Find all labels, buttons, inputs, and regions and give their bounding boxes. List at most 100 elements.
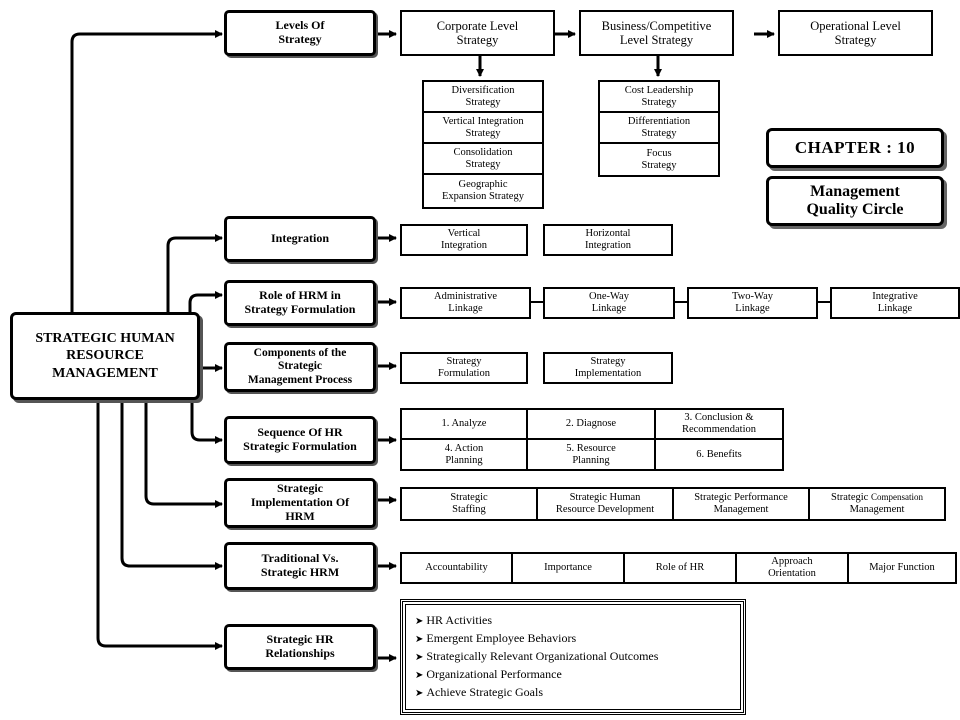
list-item: Achieve Strategic Goals [415,684,731,702]
category-line: Strategic Formulation [243,439,357,453]
box-line: Linkage [591,303,627,314]
box-line: Recommendation [681,424,757,435]
category-line: Relationships [265,646,335,660]
category-line: Implementation Of [250,495,350,510]
strategic-hr-relationships-list: HR Activities Emergent Employee Behavior… [400,599,746,715]
box-line: Level Strategy [619,33,694,47]
box-line: Two-Way [732,291,773,303]
list-item: Emergent Employee Behaviors [415,630,731,648]
main-topic-line: STRATEGIC HUMAN [35,330,175,346]
box-line: Implementation [574,368,642,379]
box-line: Planning [445,454,483,466]
category-integration[interactable]: Integration [224,216,376,262]
box-line: Management [713,504,769,515]
main-topic-box[interactable]: STRATEGIC HUMAN RESOURCE MANAGEMENT [10,312,200,400]
box-line: Vertical Integration [442,115,524,127]
major-function[interactable]: Major Function [847,552,957,584]
box-line: Approach [771,556,813,568]
box-line: Staffing [452,504,486,515]
box-line-part: Compensation [870,492,923,503]
topic-title: Management Quality Circle [766,176,944,226]
topic-line: Management [810,182,900,200]
box-line: Strategic Human [569,492,641,504]
category-traditional-vs-strategic[interactable]: Traditional Vs.Strategic HRM [224,542,376,590]
category-line: Strategic HR [266,632,334,647]
category-line: Integration [271,231,329,246]
main-topic-line: MANAGEMENT [52,365,158,381]
category-line: Strategy Formulation [244,302,356,316]
role-of-hr[interactable]: Role of HR [623,552,737,584]
box-line: Management [849,504,905,515]
sequence-diagnose[interactable]: 2. Diagnose [526,408,656,440]
box-line: Strategy [446,356,482,368]
box-line: 4. Action [444,442,484,454]
box-line: Operational Level [810,18,901,33]
box-line: Expansion Strategy [442,191,524,202]
box-line: Strategy [641,127,677,139]
chapter-text: CHAPTER : 10 [794,138,916,158]
box-line: Administrative [434,291,497,303]
box-line: Differentiation [627,115,691,127]
box-line: Formulation [438,368,490,379]
box-line: Strategy [590,356,626,368]
box-line: Orientation [768,568,816,579]
box-line: Vertical [447,228,481,240]
box-line: Strategy [641,96,677,108]
box-line: Diversification [451,84,515,96]
box-line-part: Strategic [831,492,869,504]
box-line: Linkage [448,303,483,314]
box-line: Consolidation [453,146,513,158]
chapter-label: CHAPTER : 10 [766,128,944,168]
box-line: Strategic [450,492,488,504]
box-line: 6. Benefits [696,448,742,460]
accountability[interactable]: Accountability [400,552,513,584]
box-line: 2. Diagnose [565,418,617,430]
box-line: 5. Resource [566,442,616,454]
importance[interactable]: Importance [511,552,625,584]
box-line: Planning [572,454,610,466]
box-line: One-Way [589,291,629,303]
list-item: HR Activities [415,612,731,630]
box-line: 1. Analyze [441,418,487,430]
box-line: Focus [646,147,672,159]
sequence-analyze[interactable]: 1. Analyze [400,408,528,440]
topic-line: Quality Circle [806,201,904,218]
box-line-wrap: Strategic Compensation [831,492,923,504]
sequence-conclusion[interactable]: 3. Conclusion &Recommendation [654,408,784,440]
sequence-benefits[interactable]: 6. Benefits [654,438,784,471]
box-line: Importance [544,562,592,574]
box-line: Integrative [872,291,918,303]
